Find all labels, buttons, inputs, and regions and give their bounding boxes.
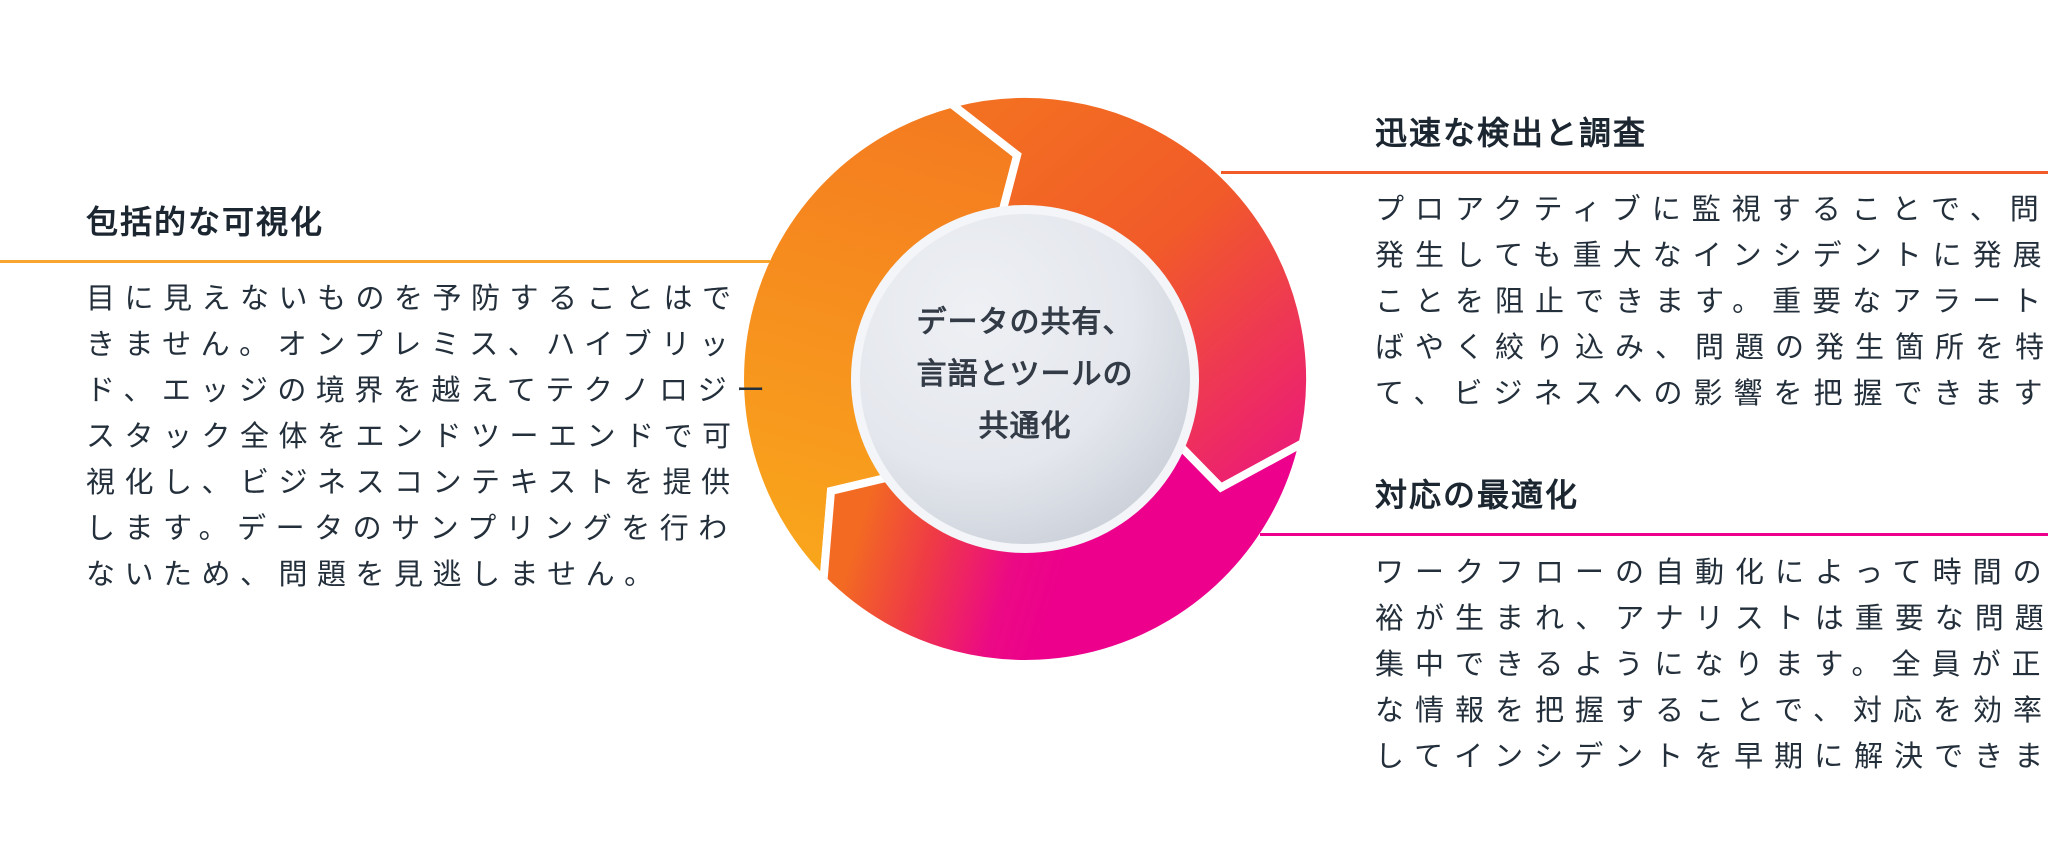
section-body: 目に見えないものを予防することはで きません。オンプレミス、ハイブリッ ド、エッ… [86,275,775,597]
section-divider [1221,171,2048,174]
center-disc [860,214,1190,544]
body-line: ないため、問題を見逃しません。 [86,557,663,591]
body-line: します。データのサンプリングを行わ [86,511,737,545]
body-line: ワークフローの自動化によって時間の余 [1375,555,2048,589]
body-line: な情報を把握することで、対応を効率化 [1375,693,2048,727]
body-line: ことを阻止できます。重要なアラートをす [1375,284,2048,318]
section-title: 迅速な検出と調査 [1375,114,1648,152]
body-line: ばやく絞り込み、問題の発生箇所を特定し [1375,330,2048,364]
body-line: て、ビジネスへの影響を把握できます。 [1375,376,2048,410]
body-line: 裕が生まれ、アナリストは重要な問題に [1375,601,2048,635]
body-line: 目に見えないものを予防することはで [86,281,741,315]
body-line: ド、エッジの境界を越えてテクノロジー [86,373,775,407]
section-title: 包括的な可視化 [86,203,325,241]
section-body: ワークフローの自動化によって時間の余 裕が生まれ、アナリストは重要な問題に 集中… [1375,549,2048,779]
body-line: きません。オンプレミス、ハイブリッ [86,327,739,361]
section-divider [1260,533,2048,536]
body-line: 発生しても重大なインシデントに発展する [1375,238,2048,272]
center-label-line: 言語とツールの [916,357,1134,392]
body-line: 視化し、ビジネスコンテキストを提供 [86,465,740,499]
center-label-line: 共通化 [978,409,1072,444]
section-body: プロアクティブに監視することで、問題が 発生しても重大なインシデントに発展する … [1375,186,2048,416]
center-label: データの共有、 言語とツールの 共通化 [875,297,1175,453]
body-line: してインシデントを早期に解決できます。 [1375,739,2048,773]
section-divider [0,260,770,263]
body-line: 集中できるようになります。全員が正確 [1375,647,2048,681]
section-title: 対応の最適化 [1375,476,1580,514]
center-label-line: データの共有、 [916,305,1134,340]
body-line: スタック全体をエンドツーエンドで可 [86,419,741,453]
body-line: プロアクティブに監視することで、問題が [1375,192,2048,226]
